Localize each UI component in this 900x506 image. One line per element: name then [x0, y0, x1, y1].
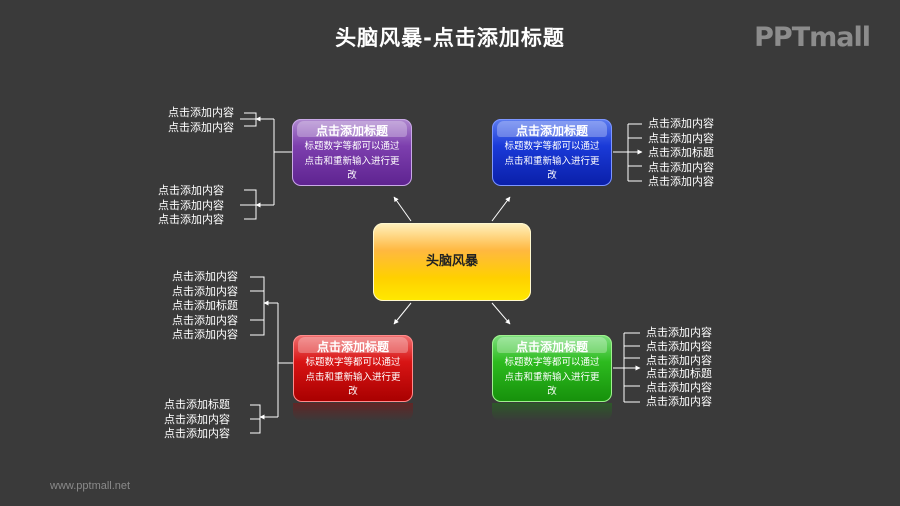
label-group-tr: 点击添加内容 点击添加内容 点击添加标题 点击添加内容 点击添加内容 — [648, 117, 714, 190]
box-title: 点击添加标题 — [515, 124, 588, 138]
label-group-bl-b: 点击添加标题 点击添加内容 点击添加内容 — [134, 398, 230, 442]
box-title: 点击添加标题 — [315, 124, 388, 138]
list-item[interactable]: 点击添加内容 — [158, 184, 224, 197]
box-reflection — [492, 403, 612, 421]
list-item[interactable]: 点击添加标题 — [646, 367, 712, 381]
page-title: 头脑风暴-点击添加标题 — [335, 26, 565, 50]
list-item[interactable]: 点击添加内容 — [158, 213, 224, 226]
list-item[interactable]: 点击添加内容 — [646, 394, 712, 408]
label-group-tl-a: 点击添加内容 点击添加内容 — [140, 106, 234, 135]
list-item[interactable]: 点击添加内容 — [648, 131, 714, 145]
list-item[interactable]: 点击添加内容 — [648, 117, 714, 130]
label-group-tl-b: 点击添加内容 点击添加内容 点击添加内容 — [128, 184, 224, 228]
box-title: 点击添加标题 — [515, 340, 588, 354]
box-top-left[interactable]: 点击添加标题 标题数字等都可以通过点击和重新输入进行更改 — [292, 119, 412, 186]
list-item[interactable]: 点击添加标题 — [164, 398, 230, 411]
tree-tl — [240, 112, 292, 220]
list-item[interactable]: 点击添加内容 — [648, 160, 714, 174]
box-top-right[interactable]: 点击添加标题 标题数字等都可以通过点击和重新输入进行更改 — [492, 119, 612, 186]
brand-logo: PPTmall — [754, 22, 871, 53]
box-body: 标题数字等都可以通过点击和重新输入进行更改 — [305, 357, 401, 397]
list-item[interactable]: 点击添加内容 — [646, 353, 712, 367]
list-item[interactable]: 点击添加内容 — [158, 198, 224, 212]
list-item[interactable]: 点击添加内容 — [172, 313, 238, 327]
list-item[interactable]: 点击添加内容 — [168, 106, 234, 119]
list-item[interactable]: 点击添加内容 — [172, 328, 238, 341]
list-item[interactable]: 点击添加内容 — [172, 270, 238, 283]
list-item[interactable]: 点击添加标题 — [648, 146, 714, 159]
box-body: 标题数字等都可以通过点击和重新输入进行更改 — [504, 141, 600, 181]
box-reflection — [293, 403, 413, 421]
label-group-br: 点击添加内容 点击添加内容 点击添加内容 点击添加标题 点击添加内容 点击添加内… — [646, 326, 712, 409]
list-item[interactable]: 点击添加内容 — [648, 175, 714, 188]
arrow-to-tl — [393, 196, 412, 222]
list-item[interactable]: 点击添加内容 — [646, 339, 712, 353]
center-box[interactable]: 头脑风暴 — [373, 223, 531, 301]
box-body: 标题数字等都可以通过点击和重新输入进行更改 — [504, 357, 600, 397]
tree-bl — [250, 276, 293, 434]
box-bottom-right[interactable]: 点击添加标题 标题数字等都可以通过点击和重新输入进行更改 — [492, 335, 612, 402]
box-title: 点击添加标题 — [316, 340, 389, 354]
box-bottom-left[interactable]: 点击添加标题 标题数字等都可以通过点击和重新输入进行更改 — [293, 335, 413, 402]
list-item[interactable]: 点击添加内容 — [164, 427, 230, 440]
list-item[interactable]: 点击添加内容 — [168, 120, 234, 134]
list-item[interactable]: 点击添加内容 — [172, 284, 238, 298]
box-body: 标题数字等都可以通过点击和重新输入进行更改 — [304, 141, 400, 181]
list-item[interactable]: 点击添加标题 — [172, 299, 238, 312]
label-group-bl-a: 点击添加内容 点击添加内容 点击添加标题 点击添加内容 点击添加内容 — [144, 270, 238, 343]
arrow-to-bl — [393, 302, 412, 325]
arrow-to-br — [491, 302, 511, 325]
list-item[interactable]: 点击添加内容 — [646, 326, 712, 339]
arrow-to-tr — [491, 196, 511, 222]
list-item[interactable]: 点击添加内容 — [646, 381, 712, 395]
list-item[interactable]: 点击添加内容 — [164, 412, 230, 426]
footer-url[interactable]: www.pptmall.net — [50, 480, 131, 492]
